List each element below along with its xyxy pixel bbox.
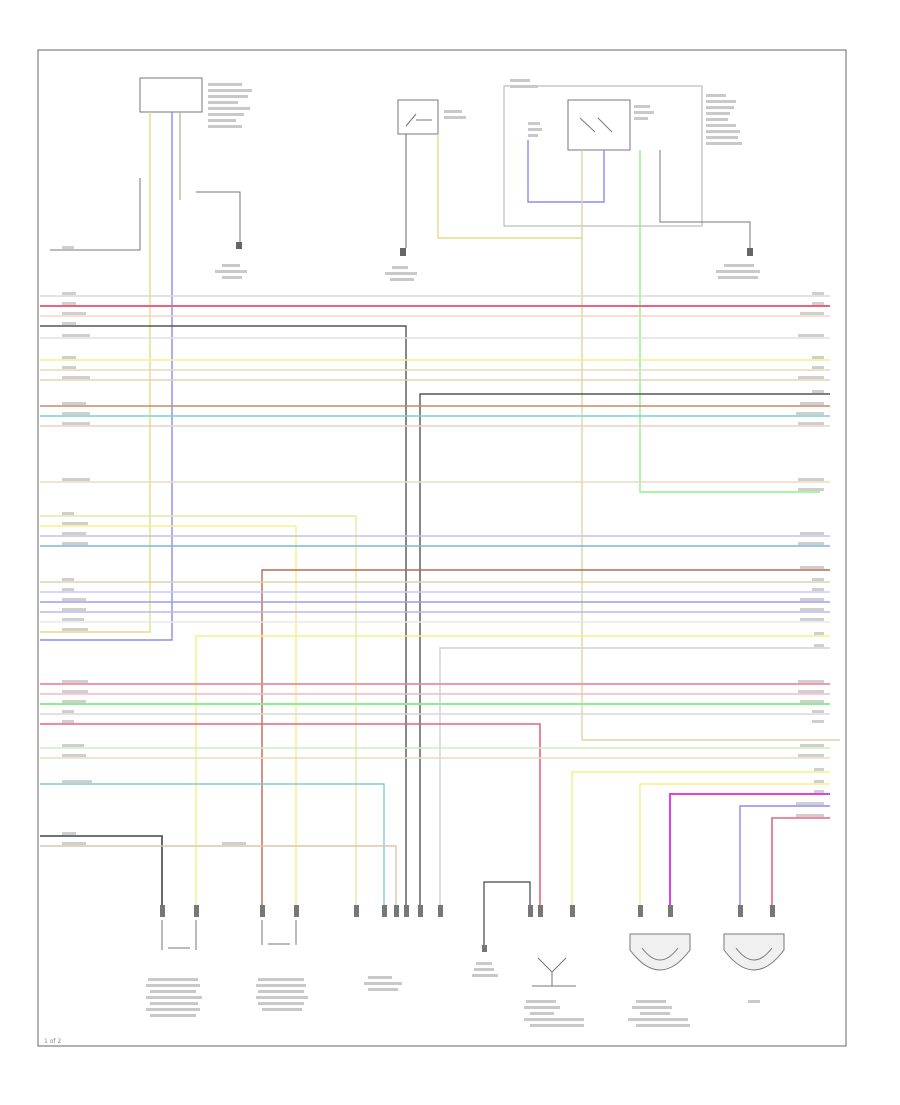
wire-black-ground [483, 881, 531, 945]
sensor-lower-right-1 [629, 933, 691, 971]
wire-labels-left [62, 246, 246, 845]
switch-lower-middle [532, 957, 576, 987]
wire-yellow-switch [437, 134, 582, 239]
sensor-lower-right-2 [723, 933, 785, 971]
wire-violet-module [527, 140, 605, 203]
bus-wire-25 [439, 647, 830, 905]
bus-wire-15 [40, 525, 297, 905]
wire-yellow-right [571, 771, 830, 905]
wire-violet-right [739, 805, 830, 905]
bus-wire-30-red [40, 723, 541, 905]
footer-code: 1 of 2 [44, 1038, 61, 1045]
bus-wire-24 [195, 635, 830, 905]
wire-yellow-right-2 [639, 783, 830, 905]
wire-gray-module [659, 150, 751, 248]
wire-ground-tl [196, 191, 241, 242]
diagram-frame [37, 49, 847, 1047]
wire-violet-sensor [40, 112, 173, 641]
solenoid-middle [261, 920, 297, 945]
connector-pins [160, 905, 775, 952]
wire-labels-right [796, 292, 824, 817]
wire-tan-lower-left [40, 845, 397, 905]
module-box-top-right [503, 79, 760, 279]
wire-green-module [639, 150, 820, 493]
wire-gray-a [50, 178, 141, 251]
bus-wire-9-black [419, 393, 830, 905]
sensor-box-top-left [139, 77, 252, 128]
ground-top-left [215, 242, 247, 279]
label-blocks-bottom [146, 962, 760, 1027]
wire-black-lower-left [40, 835, 163, 905]
switch-box-top-middle [385, 99, 466, 281]
wire-magenta-right [669, 793, 830, 905]
solenoid-left [161, 920, 197, 950]
bus-wire-4-black [40, 325, 407, 905]
wire-yellow-sensor [40, 112, 151, 633]
bus-wire-33 [40, 783, 385, 905]
bus-wire-14 [40, 515, 357, 905]
bus-wire-18-brown [261, 569, 830, 905]
wire-red-right [771, 817, 830, 905]
wire-khaki-module [581, 150, 840, 741]
